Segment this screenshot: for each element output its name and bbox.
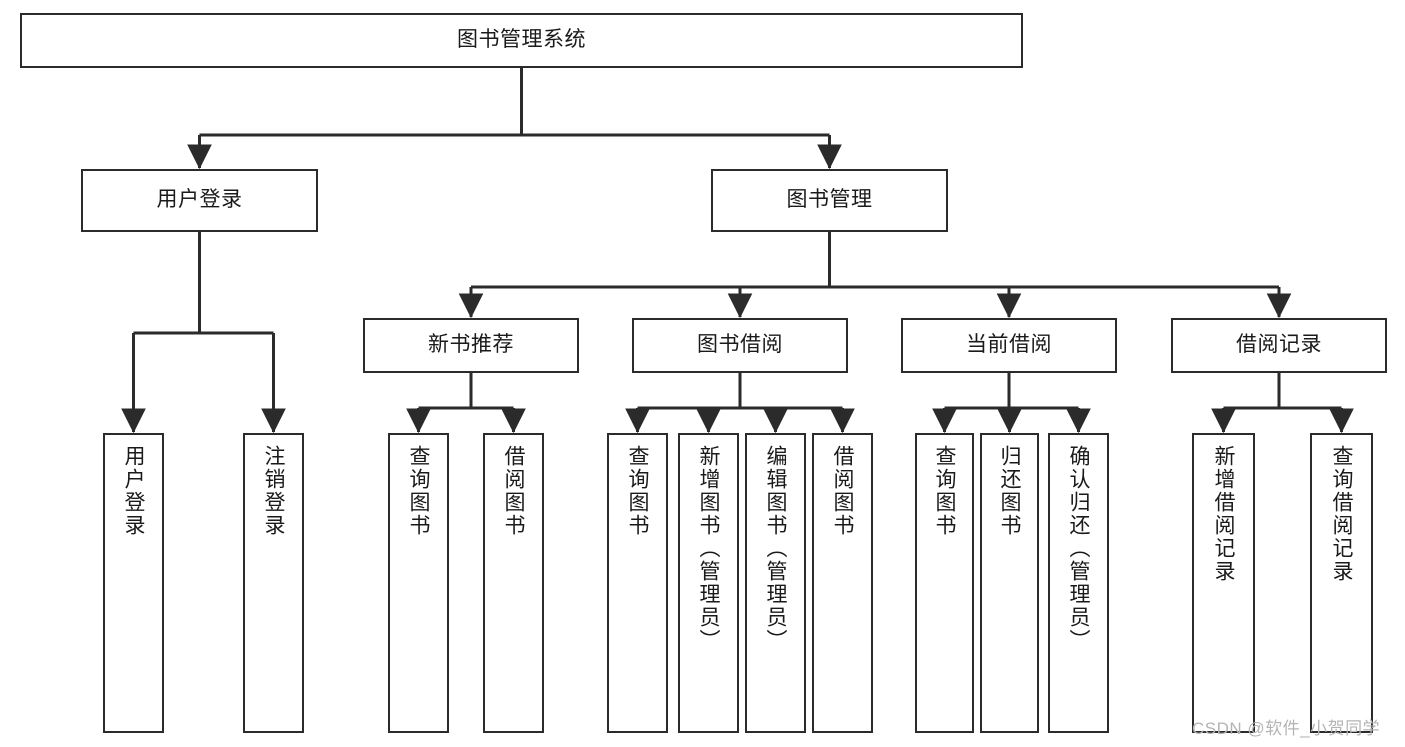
node-label: 图书管理系统 [457, 28, 586, 52]
node-new-book-recommend[interactable]: 新书推荐 [363, 318, 579, 373]
node-label: 查询图书 [407, 445, 430, 537]
node-book-manage[interactable]: 图书管理 [711, 169, 948, 232]
node-label: 用户登录 [156, 188, 243, 212]
node-leaf-borrow-book[interactable]: 借阅图书 [812, 433, 873, 733]
node-leaf-query-book-rec[interactable]: 查询图书 [388, 433, 449, 733]
node-user-login[interactable]: 用户登录 [81, 169, 318, 232]
node-label: 归还图书 [998, 445, 1021, 537]
node-label: 查询图书 [626, 445, 649, 537]
node-label: 确认归还（管理员） [1067, 445, 1090, 652]
node-leaf-return-book[interactable]: 归还图书 [980, 433, 1039, 733]
node-label: 用户登录 [122, 445, 145, 537]
node-leaf-user-login[interactable]: 用户登录 [103, 433, 164, 733]
node-leaf-confirm-return-admin[interactable]: 确认归还（管理员） [1048, 433, 1109, 733]
node-leaf-add-borrow-record[interactable]: 新增借阅记录 [1192, 433, 1255, 733]
node-label: 查询借阅记录 [1330, 445, 1353, 583]
node-label: 图书借阅 [697, 333, 783, 357]
node-label: 图书管理 [786, 188, 873, 212]
node-leaf-edit-book-admin[interactable]: 编辑图书（管理员） [745, 433, 806, 733]
node-label: 新书推荐 [428, 333, 514, 357]
node-leaf-borrow-book-rec[interactable]: 借阅图书 [483, 433, 544, 733]
node-root[interactable]: 图书管理系统 [20, 13, 1023, 68]
node-label: 编辑图书（管理员） [764, 445, 787, 652]
node-leaf-query-book-current[interactable]: 查询图书 [915, 433, 974, 733]
node-label: 当前借阅 [966, 333, 1052, 357]
node-label: 查询图书 [933, 445, 956, 537]
watermark-label: CSDN @软件_小贺同学 [1192, 719, 1381, 738]
node-label: 借阅图书 [502, 445, 525, 537]
node-label: 新增借阅记录 [1212, 445, 1235, 583]
node-label: 借阅图书 [831, 445, 854, 537]
node-leaf-add-book-admin[interactable]: 新增图书（管理员） [678, 433, 739, 733]
node-leaf-user-logout[interactable]: 注销登录 [243, 433, 304, 733]
node-leaf-query-borrow-record[interactable]: 查询借阅记录 [1310, 433, 1373, 733]
node-leaf-query-book-borrow[interactable]: 查询图书 [607, 433, 668, 733]
node-label: 新增图书（管理员） [697, 445, 720, 652]
node-book-borrow[interactable]: 图书借阅 [632, 318, 848, 373]
node-current-borrow[interactable]: 当前借阅 [901, 318, 1117, 373]
node-label: 借阅记录 [1236, 333, 1322, 357]
node-label: 注销登录 [262, 445, 285, 537]
node-borrow-record[interactable]: 借阅记录 [1171, 318, 1387, 373]
